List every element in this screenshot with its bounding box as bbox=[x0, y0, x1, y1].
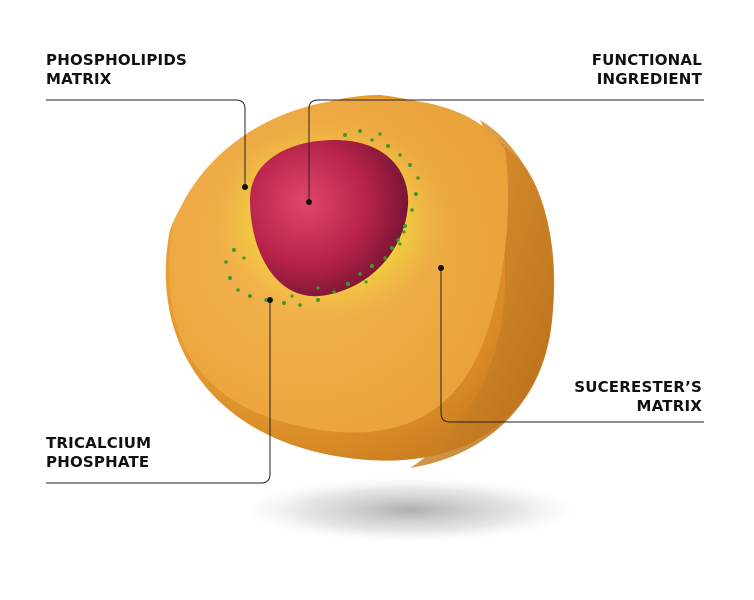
phospholipids-leader-line bbox=[46, 99, 246, 187]
label-phospholipids-matrix: PHOSPHOLIPIDS MATRIX bbox=[46, 51, 187, 89]
functional-leader-line bbox=[308, 99, 704, 202]
label-phospholipids-line1: PHOSPHOLIPIDS bbox=[46, 51, 187, 69]
label-tricalcium-line1: TRICALCIUM bbox=[46, 434, 152, 452]
label-sucroester-line1: SUCERESTER’S bbox=[574, 378, 702, 396]
label-functional-ingredient: FUNCTIONAL INGREDIENT bbox=[592, 51, 702, 89]
tricalcium-leader-line bbox=[46, 300, 271, 484]
sucroester-leader-line bbox=[440, 268, 704, 423]
leader-dots bbox=[242, 184, 444, 303]
label-tricalcium-phosphate: TRICALCIUM PHOSPHATE bbox=[46, 434, 151, 472]
label-sucroester-matrix: SUCERESTER’S MATRIX bbox=[574, 378, 702, 416]
label-phospholipids-line2: MATRIX bbox=[46, 70, 112, 88]
tricalcium-particles bbox=[224, 129, 420, 307]
label-functional-line1: FUNCTIONAL bbox=[591, 51, 702, 69]
label-tricalcium-line2: PHOSPHATE bbox=[46, 453, 150, 471]
core-functional-ingredient bbox=[250, 140, 409, 297]
label-sucroester-line2: MATRIX bbox=[636, 397, 702, 415]
ground-shadow bbox=[230, 475, 590, 545]
leader-lines bbox=[46, 99, 704, 484]
label-functional-line2: INGREDIENT bbox=[596, 70, 702, 88]
shell-side-shading bbox=[410, 120, 554, 468]
